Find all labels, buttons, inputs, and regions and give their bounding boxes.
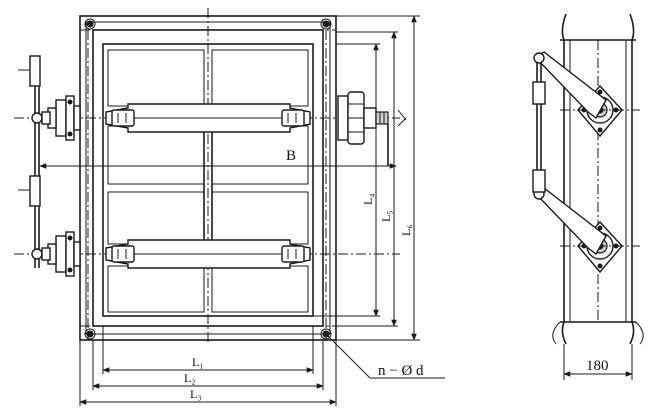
dim-vertical — [314, 15, 420, 341]
left-linkage — [18, 55, 51, 268]
left-bearing-upper — [47, 95, 81, 141]
lower-shaft — [14, 239, 400, 269]
side-connecting-rod — [532, 62, 546, 193]
side-view: 180 — [532, 13, 644, 380]
label-B: B — [286, 148, 296, 164]
upper-shaft — [14, 103, 400, 133]
label-L5: L₅ — [379, 210, 393, 222]
dim-horizontal — [79, 326, 337, 406]
blade-bottom-right — [211, 265, 309, 313]
upper-crank-arm — [534, 51, 607, 120]
label-L3: L₃ — [190, 387, 202, 401]
right-flange — [629, 13, 635, 345]
blade-top-right — [211, 49, 309, 107]
right-actuator — [337, 91, 389, 166]
blade-low-left — [107, 191, 205, 245]
label-hole-spec: n − Ø d — [378, 363, 424, 379]
hole-leader — [327, 335, 445, 379]
lower-crank-arm — [534, 187, 607, 256]
label-L6: L₆ — [399, 224, 413, 236]
dim-depth — [563, 344, 633, 380]
bolt-holes — [84, 18, 332, 340]
left-flange — [561, 13, 567, 345]
label-depth: 180 — [586, 358, 609, 374]
blade-mid-left — [107, 125, 205, 185]
front-view: B L₄ L₅ L₆ L — [14, 8, 445, 406]
left-bearing-lower — [47, 231, 81, 277]
blade-low-right — [211, 191, 309, 245]
blade-bottom-left — [107, 265, 205, 313]
label-L2: L₂ — [184, 371, 196, 385]
label-L4: L₄ — [361, 193, 375, 205]
blade-top-left — [107, 49, 205, 107]
label-L1: L₁ — [192, 355, 204, 369]
